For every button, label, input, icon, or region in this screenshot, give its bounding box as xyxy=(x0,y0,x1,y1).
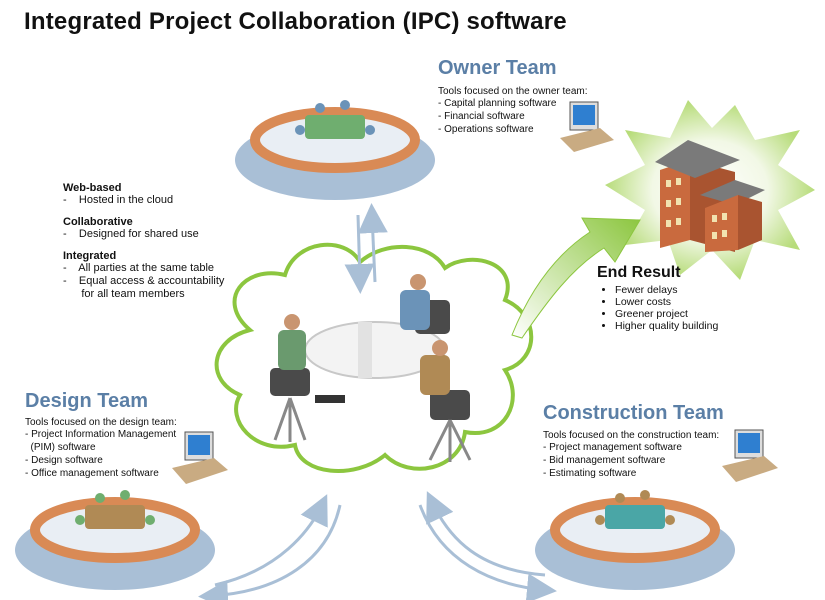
construction-team-block: Construction Team Tools focused on the c… xyxy=(543,402,724,480)
list-item: - Operations software xyxy=(438,124,534,135)
design-team-ring xyxy=(15,490,215,590)
design-tools-list: - Project Information Management (PIM) s… xyxy=(25,428,177,480)
list-item: - Design software xyxy=(25,455,103,466)
list-item: Lower costs xyxy=(615,296,718,308)
computer-icon-owner xyxy=(560,101,614,152)
owner-tools-list: - Capital planning software - Financial … xyxy=(438,97,588,136)
connector-arrows xyxy=(198,203,557,600)
design-team-title: Design Team xyxy=(25,390,148,412)
feature-line: - Equal access & accountability xyxy=(63,275,225,287)
end-result-list: Fewer delays Lower costs Greener project… xyxy=(597,284,718,332)
list-item: - Estimating software xyxy=(543,468,637,479)
list-item: Greener project xyxy=(615,308,718,320)
owner-team-ring xyxy=(235,100,435,200)
list-item: - Project management software xyxy=(543,442,682,453)
construction-tools-heading: Tools focused on the construction team: xyxy=(543,430,720,441)
list-item: Fewer delays xyxy=(615,284,718,296)
owner-team-title: Owner Team xyxy=(438,57,557,79)
list-item: - Project Information Management xyxy=(25,429,177,440)
feature-line: for all team members xyxy=(63,288,185,300)
list-item: - Bid management software xyxy=(543,455,666,466)
end-result-block: End Result Fewer delays Lower costs Gree… xyxy=(597,264,718,332)
construction-tools-list: - Project management software - Bid mana… xyxy=(543,441,724,480)
construction-team-title: Construction Team xyxy=(543,402,724,424)
central-meeting-table xyxy=(270,274,472,462)
participant-top xyxy=(400,274,450,334)
green-arrow xyxy=(511,217,641,339)
list-item: - Office management software xyxy=(25,468,159,479)
end-result-title: End Result xyxy=(597,264,681,281)
owner-tools-heading: Tools focused on the owner team: xyxy=(438,86,588,97)
computer-icon-construction xyxy=(722,429,778,482)
owner-team-block: Owner Team Tools focused on the owner te… xyxy=(438,57,588,136)
list-item: Higher quality building xyxy=(615,320,718,332)
page-title: Integrated Project Collaboration (IPC) s… xyxy=(24,8,567,35)
list-item: - Financial software xyxy=(438,111,525,122)
feature-title: Collaborative xyxy=(63,216,133,228)
construction-team-ring xyxy=(535,490,735,590)
feature-title: Web-based xyxy=(63,182,122,194)
feature-title: Integrated xyxy=(63,250,117,262)
participant-right xyxy=(420,340,472,462)
features-list: Web-based - Hosted in the cloud Collabor… xyxy=(63,182,283,301)
participant-left xyxy=(270,314,345,442)
feature-line: - Designed for shared use xyxy=(63,228,199,240)
list-item: (PIM) software xyxy=(25,442,96,453)
building-icon xyxy=(655,140,765,252)
design-tools-heading: Tools focused on the design team: xyxy=(25,417,177,428)
list-item: - Capital planning software xyxy=(438,98,557,109)
computer-icon-design xyxy=(172,431,228,484)
design-team-block: Design Team Tools focused on the design … xyxy=(25,390,177,480)
feature-line: - All parties at the same table xyxy=(63,262,215,274)
feature-line: - Hosted in the cloud xyxy=(63,194,174,206)
